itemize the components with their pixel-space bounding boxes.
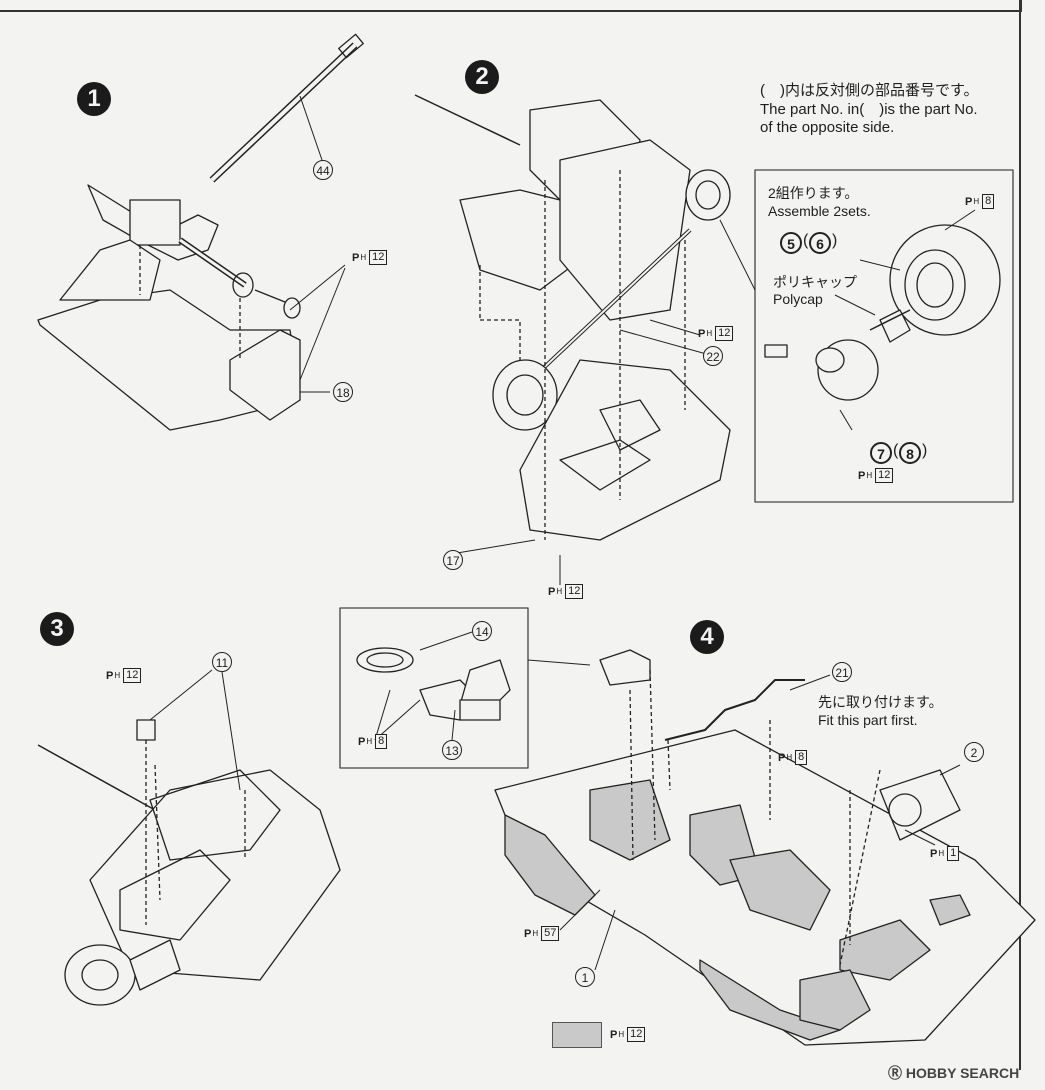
polycap-label-en: Polycap	[773, 291, 823, 307]
opposite-side-note-en-2: of the opposite side.	[760, 119, 895, 136]
part-2: 2	[964, 742, 984, 762]
page-frame-right	[1019, 0, 1021, 1070]
part-6: 6	[809, 232, 831, 254]
step2-drawing	[414, 94, 731, 585]
part-13: 13	[442, 740, 462, 760]
part-18: 18	[333, 382, 353, 402]
part-11: 11	[212, 652, 232, 672]
paren-open-8: (	[893, 442, 899, 459]
part-21: 21	[832, 662, 852, 682]
paren-open-6: (	[803, 232, 809, 249]
color-legend-swatch	[552, 1022, 602, 1048]
paren-close-8: )	[922, 442, 928, 459]
part-44: 44	[313, 160, 333, 180]
part-14: 14	[472, 621, 492, 641]
opposite-side-note-en-1: The part No. in( )is the part No.	[760, 101, 978, 118]
part-5: 5	[780, 232, 802, 254]
step-1-badge: 1	[77, 82, 111, 116]
page-frame-top	[0, 0, 1022, 12]
opposite-side-note-jp: ( )内は反対側の部品番号です。	[760, 82, 979, 99]
polycap-label-jp: ポリキャップ	[773, 274, 857, 290]
step-2-badge: 2	[465, 60, 499, 94]
step-4-badge: 4	[690, 620, 724, 654]
two-sets-note-jp: 2組作ります。	[768, 185, 859, 201]
part-1: 1	[575, 967, 595, 987]
paren-close-6: )	[832, 232, 838, 249]
fit-first-note-en: Fit this part first.	[818, 712, 918, 728]
part-22: 22	[703, 346, 723, 366]
step1-drawing	[37, 33, 364, 431]
part-8: 8	[899, 442, 921, 464]
step-3-badge: 3	[40, 612, 74, 646]
step3-drawing	[37, 669, 341, 1006]
fit-first-note-jp: 先に取り付けます。	[818, 694, 943, 710]
two-sets-note-en: Assemble 2sets.	[768, 203, 871, 219]
hobby-search-watermark: Ⓡ HOBBY SEARCH	[888, 1065, 1020, 1081]
step2-detail-panel-art	[719, 169, 1014, 503]
step4-drawing	[494, 649, 1036, 1046]
part-17: 17	[443, 550, 463, 570]
part-7: 7	[870, 442, 892, 464]
step4-subassembly-art	[339, 607, 591, 769]
